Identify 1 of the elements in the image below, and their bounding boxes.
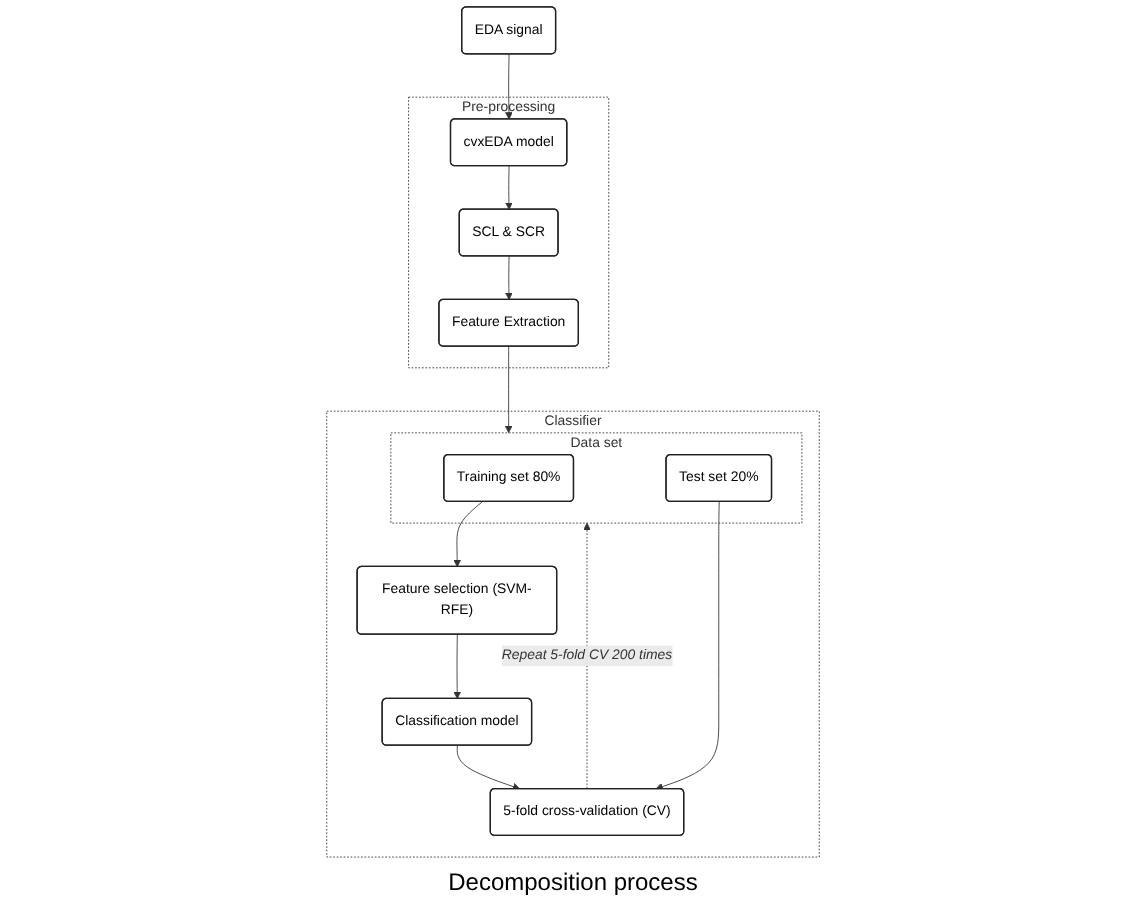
note-text: Decomposition process [448,868,698,896]
